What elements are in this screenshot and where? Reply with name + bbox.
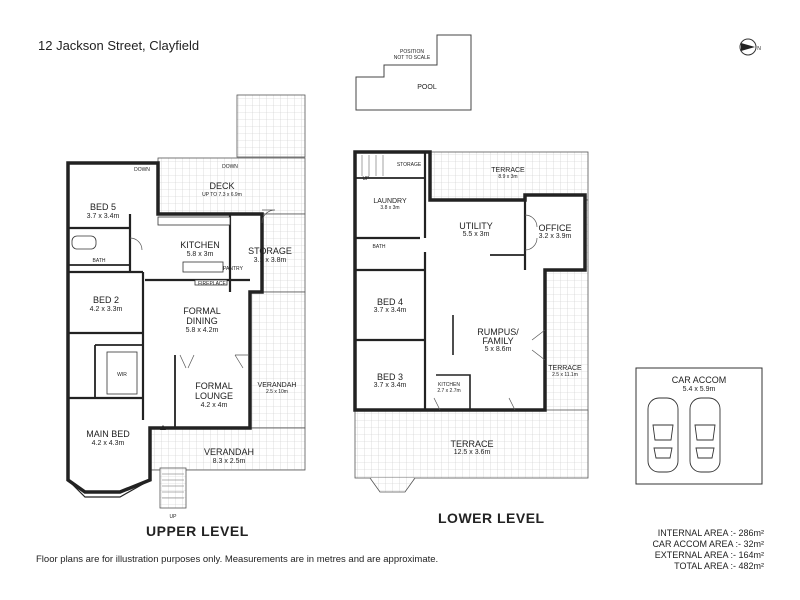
svg-text:PANTRY: PANTRY xyxy=(223,266,243,272)
area-summary: INTERNAL AREA :- 286m² CAR ACCOM AREA :-… xyxy=(652,528,764,572)
north-arrow-icon: N xyxy=(739,38,761,56)
svg-text:8.3 x 2.5m: 8.3 x 2.5m xyxy=(213,458,246,465)
svg-text:POOL: POOL xyxy=(417,84,437,91)
svg-text:4.2 x 3.3m: 4.2 x 3.3m xyxy=(90,306,123,313)
top-terrace-area xyxy=(429,151,589,201)
svg-text:4.2 x 4m: 4.2 x 4m xyxy=(201,402,228,409)
svg-text:4.2 x 4.3m: 4.2 x 4.3m xyxy=(92,440,125,447)
svg-text:5.8 x 3m: 5.8 x 3m xyxy=(187,251,214,258)
svg-text:MAIN BED: MAIN BED xyxy=(86,429,130,439)
svg-text:WIR: WIR xyxy=(117,372,127,378)
area-row: TOTAL AREA :- 482m² xyxy=(674,561,764,571)
svg-text:3.7 x 3.4m: 3.7 x 3.4m xyxy=(374,382,407,389)
svg-text:5 x 8.6m: 5 x 8.6m xyxy=(485,346,512,353)
property-address: 12 Jackson Street, Clayfield xyxy=(38,38,200,53)
svg-text:5.5 x 3m: 5.5 x 3m xyxy=(463,231,490,238)
svg-text:FORMAL: FORMAL xyxy=(195,381,233,391)
disclaimer: Floor plans are for illustration purpose… xyxy=(36,554,439,565)
svg-text:BED 3: BED 3 xyxy=(377,372,403,382)
upper-level-title: UPPER LEVEL xyxy=(146,523,249,539)
svg-text:UP TO 7.3 x 6.9m: UP TO 7.3 x 6.9m xyxy=(202,192,242,198)
svg-text:VERANDAH: VERANDAH xyxy=(258,382,297,389)
svg-text:UTILITY: UTILITY xyxy=(459,221,493,231)
deck-area xyxy=(157,157,306,215)
svg-text:FAMILY: FAMILY xyxy=(482,336,513,346)
side-verandah-area xyxy=(249,291,306,429)
svg-text:BED 2: BED 2 xyxy=(93,295,119,305)
svg-text:BATH: BATH xyxy=(373,244,386,250)
entry-arrow-icon xyxy=(160,425,166,430)
svg-text:3.2 x 3.9m: 3.2 x 3.9m xyxy=(539,233,572,240)
svg-text:BATH: BATH xyxy=(93,258,106,264)
svg-text:2.5 x 11.1m: 2.5 x 11.1m xyxy=(552,372,578,378)
svg-text:3.7 x 3.4m: 3.7 x 3.4m xyxy=(374,307,407,314)
svg-text:TERRACE: TERRACE xyxy=(491,167,525,174)
svg-text:STORAGE: STORAGE xyxy=(397,162,422,168)
car-icon xyxy=(689,397,721,473)
svg-text:BED 4: BED 4 xyxy=(377,297,403,307)
upper-stairs-deck xyxy=(236,94,306,158)
svg-text:5.8 x 4.2m: 5.8 x 4.2m xyxy=(186,327,219,334)
svg-text:UP: UP xyxy=(170,514,178,520)
svg-text:POSITION: POSITION xyxy=(400,49,424,55)
car-accom: CAR ACCOM 5.4 x 5.9m xyxy=(635,367,763,485)
svg-text:NOT TO SCALE: NOT TO SCALE xyxy=(394,55,431,61)
svg-text:5.4 x 5.9m: 5.4 x 5.9m xyxy=(683,386,716,393)
area-row: EXTERNAL AREA :- 164m² xyxy=(654,550,764,560)
svg-text:KITCHEN: KITCHEN xyxy=(180,240,220,250)
upper-level-plan: DOWN DOWN DECK UP TO 7.3 x 6.9m BED 5 3.… xyxy=(66,94,306,520)
svg-text:VERANDAH: VERANDAH xyxy=(204,447,254,457)
svg-text:BED 5: BED 5 xyxy=(90,202,116,212)
svg-text:3.8 x 3m: 3.8 x 3m xyxy=(380,205,399,211)
front-stairs xyxy=(159,467,187,509)
svg-text:FORMAL: FORMAL xyxy=(183,306,221,316)
svg-text:STORAGE: STORAGE xyxy=(248,246,292,256)
svg-text:TERRACE: TERRACE xyxy=(548,365,582,372)
svg-text:CAR ACCOM: CAR ACCOM xyxy=(672,375,727,385)
area-row: CAR ACCOM AREA :- 32m² xyxy=(652,539,764,549)
area-row: INTERNAL AREA :- 286m² xyxy=(657,528,764,538)
svg-text:KITCHEN: KITCHEN xyxy=(438,382,460,388)
svg-text:FIREPLACE: FIREPLACE xyxy=(198,281,226,287)
svg-text:TERRACE: TERRACE xyxy=(450,439,493,449)
svg-text:UP: UP xyxy=(363,176,371,182)
svg-text:RUMPUS/: RUMPUS/ xyxy=(477,327,519,337)
svg-text:2.5 x 10m: 2.5 x 10m xyxy=(266,389,288,395)
svg-text:LAUNDRY: LAUNDRY xyxy=(373,198,407,205)
svg-text:OFFICE: OFFICE xyxy=(539,223,572,233)
svg-text:2.7 x 2.7m: 2.7 x 2.7m xyxy=(437,388,460,394)
pool: POSITION NOT TO SCALE POOL xyxy=(355,34,472,111)
svg-text:8.9 x 3m: 8.9 x 3m xyxy=(498,174,517,180)
car-icon xyxy=(647,397,679,473)
svg-text:DECK: DECK xyxy=(209,181,234,191)
lower-level-title: LOWER LEVEL xyxy=(438,510,545,526)
lower-level-plan: UP STORAGE TERRACE 8.9 x 3m LAUNDRY 3.8 … xyxy=(353,150,589,493)
svg-text:3.1 x 3.8m: 3.1 x 3.8m xyxy=(254,257,287,264)
svg-text:12.5 x 3.6m: 12.5 x 3.6m xyxy=(454,449,491,456)
svg-text:N: N xyxy=(757,46,761,52)
svg-text:DINING: DINING xyxy=(186,316,218,326)
svg-text:DOWN: DOWN xyxy=(134,167,150,173)
svg-text:LOUNGE: LOUNGE xyxy=(195,391,233,401)
svg-text:DOWN: DOWN xyxy=(222,164,238,170)
svg-text:3.7 x 3.4m: 3.7 x 3.4m xyxy=(87,213,120,220)
